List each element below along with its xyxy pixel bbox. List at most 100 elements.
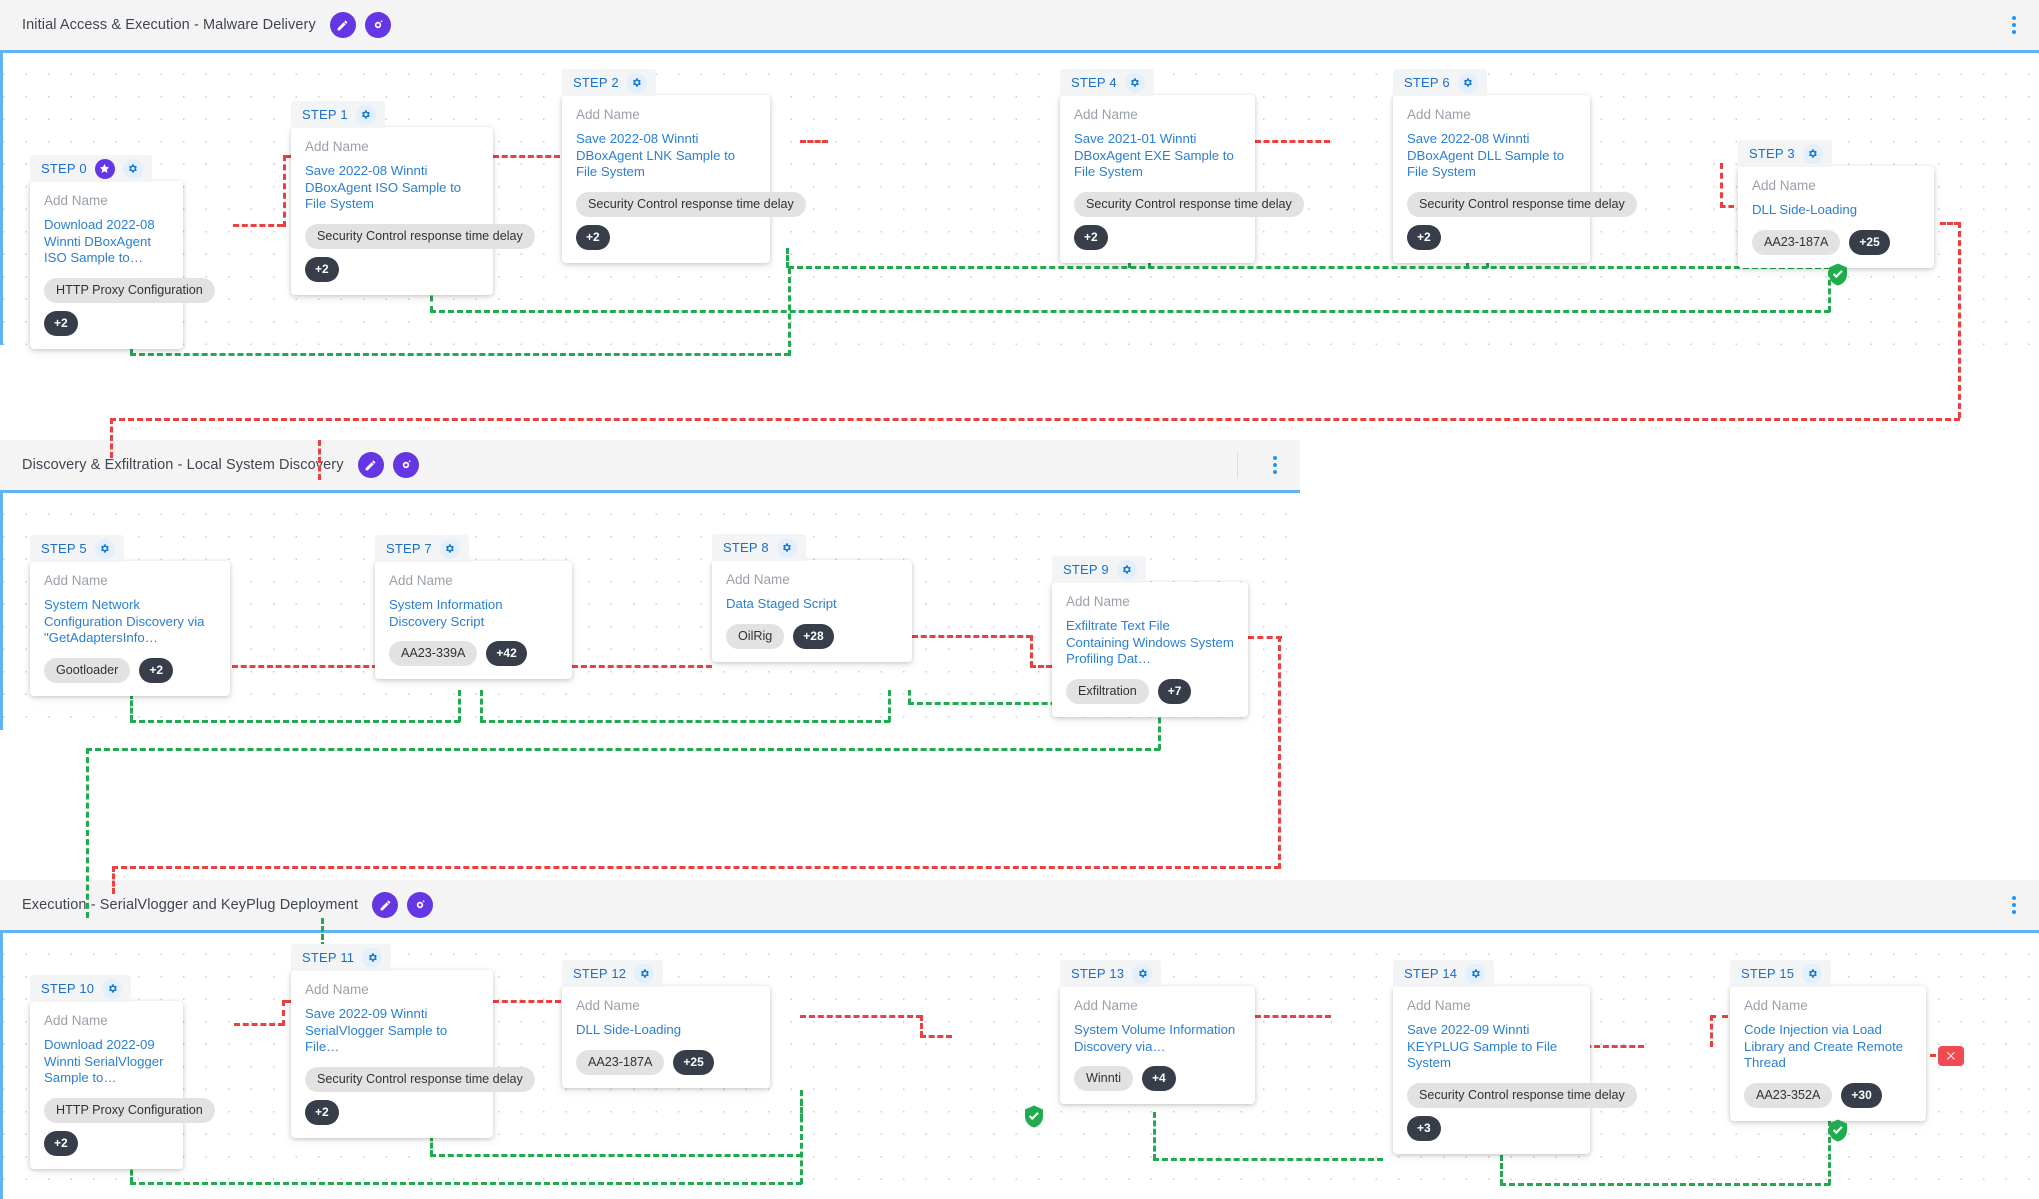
tag-chip[interactable]: Security Control response time delay xyxy=(305,223,535,249)
settings-button[interactable] xyxy=(1457,72,1478,93)
node-name-input[interactable]: Add Name xyxy=(44,193,108,208)
tag-chip[interactable]: Security Control response time delay xyxy=(1074,191,1304,217)
node-name-input[interactable]: Add Name xyxy=(389,573,453,588)
settings-button[interactable] xyxy=(102,978,123,999)
node-description[interactable]: Code Injection via Load Library and Crea… xyxy=(1744,1022,1904,1070)
node-header[interactable]: STEP 9 xyxy=(1052,556,1146,583)
node-name-input[interactable]: Add Name xyxy=(1074,107,1138,122)
node-header[interactable]: STEP 2 xyxy=(562,69,656,96)
more-count-badge[interactable]: +2 xyxy=(1074,224,1108,250)
node-description[interactable]: System Information Discovery Script xyxy=(389,597,503,629)
more-count-badge[interactable]: +2 xyxy=(44,1130,78,1156)
more-count-badge[interactable]: +2 xyxy=(305,256,339,282)
edit-section-button[interactable] xyxy=(357,452,384,478)
node-header[interactable]: STEP 12 xyxy=(562,960,664,987)
node-card[interactable]: Add Name Download 2022-08 Winnti DBoxAge… xyxy=(30,181,215,349)
tag-chip[interactable]: HTTP Proxy Configuration xyxy=(44,277,215,303)
node-description[interactable]: System Volume Information Discovery via… xyxy=(1074,1022,1236,1054)
tag-chip[interactable]: Winnti xyxy=(1074,1066,1133,1091)
node-header[interactable]: STEP 8 xyxy=(712,534,806,561)
tag-chip[interactable]: OilRig xyxy=(726,623,785,649)
more-count-badge[interactable]: +4 xyxy=(1142,1066,1176,1091)
node-header[interactable]: STEP 7 xyxy=(375,535,469,562)
node-card[interactable]: Add Name System Volume Information Disco… xyxy=(1060,986,1255,1104)
node-description[interactable]: Save 2022-08 Winnti DBoxAgent DLL Sample… xyxy=(1407,131,1565,179)
settings-button[interactable] xyxy=(362,947,383,968)
settings-button[interactable] xyxy=(1802,143,1823,164)
ai-assist-button[interactable] xyxy=(392,452,419,478)
node-description[interactable]: Data Staged Script xyxy=(726,596,837,611)
node-card[interactable]: Add Name System Network Configuration Di… xyxy=(30,561,230,696)
node-header[interactable]: STEP 3 xyxy=(1738,140,1832,167)
settings-button[interactable] xyxy=(634,963,655,984)
more-count-badge[interactable]: +2 xyxy=(576,224,610,250)
node-header[interactable]: STEP 15 xyxy=(1730,960,1832,987)
node-description[interactable]: DLL Side-Loading xyxy=(576,1022,682,1037)
node-description[interactable]: Save 2022-09 Winnti SerialVlogger Sample… xyxy=(305,1006,448,1054)
settings-button[interactable] xyxy=(626,72,647,93)
more-count-badge[interactable]: +2 xyxy=(1407,224,1441,250)
node-name-input[interactable]: Add Name xyxy=(44,1013,108,1028)
node-header[interactable]: STEP 6 xyxy=(1393,69,1487,96)
node-name-input[interactable]: Add Name xyxy=(576,107,640,122)
node-name-input[interactable]: Add Name xyxy=(1066,594,1130,609)
node-card[interactable]: Add Name Save 2021-01 Winnti DBoxAgent E… xyxy=(1060,95,1304,263)
more-count-badge[interactable]: +42 xyxy=(486,641,527,666)
ai-assist-button[interactable] xyxy=(364,12,391,38)
node-card[interactable]: Add Name DLL Side-Loading AA23-187A +25 xyxy=(562,986,770,1088)
settings-button[interactable] xyxy=(1465,963,1486,984)
node-name-input[interactable]: Add Name xyxy=(44,573,108,588)
more-count-badge[interactable]: +2 xyxy=(44,310,78,336)
node-description[interactable]: Save 2022-08 Winnti DBoxAgent ISO Sample… xyxy=(305,163,462,211)
node-name-input[interactable]: Add Name xyxy=(1074,998,1138,1013)
more-count-badge[interactable]: +2 xyxy=(305,1099,339,1125)
tag-chip[interactable]: AA23-339A xyxy=(389,641,478,666)
node-card[interactable]: Add Name System Information Discovery Sc… xyxy=(375,561,572,679)
node-name-input[interactable]: Add Name xyxy=(726,572,790,587)
settings-button[interactable] xyxy=(1802,963,1823,984)
tag-chip[interactable]: Exfiltration xyxy=(1066,678,1149,704)
tag-chip[interactable]: Security Control response time delay xyxy=(1407,191,1637,217)
node-description[interactable]: Save 2022-09 Winnti KEYPLUG Sample to Fi… xyxy=(1407,1022,1558,1070)
ai-assist-button[interactable] xyxy=(407,892,434,918)
node-name-input[interactable]: Add Name xyxy=(305,139,369,154)
more-count-badge[interactable]: +30 xyxy=(1841,1082,1882,1108)
settings-button[interactable] xyxy=(1116,559,1137,580)
node-description[interactable]: Download 2022-08 Winnti DBoxAgent ISO Sa… xyxy=(44,217,155,265)
node-description[interactable]: System Network Configuration Discovery v… xyxy=(44,597,205,645)
node-header[interactable]: STEP 1 xyxy=(291,101,385,128)
tag-chip[interactable]: AA23-187A xyxy=(576,1049,665,1075)
node-name-input[interactable]: Add Name xyxy=(1407,998,1471,1013)
node-card[interactable]: Add Name Save 2022-08 Winnti DBoxAgent I… xyxy=(291,127,535,295)
tag-chip[interactable]: Gootloader xyxy=(44,657,131,683)
node-card[interactable]: Add Name DLL Side-Loading AA23-187A +25 xyxy=(1738,166,1934,268)
node-name-input[interactable]: Add Name xyxy=(1744,998,1808,1013)
star-badge[interactable] xyxy=(94,158,115,179)
more-count-badge[interactable]: +25 xyxy=(1849,229,1890,255)
node-card[interactable]: Add Name Data Staged Script OilRig +28 xyxy=(712,560,912,662)
node-header[interactable]: STEP 13 xyxy=(1060,960,1162,987)
section-menu-button[interactable] xyxy=(2003,12,2025,38)
node-card[interactable]: Add Name Code Injection via Load Library… xyxy=(1730,986,1926,1121)
settings-button[interactable] xyxy=(1132,963,1153,984)
node-description[interactable]: Save 2021-01 Winnti DBoxAgent EXE Sample… xyxy=(1074,131,1234,179)
node-card[interactable]: Add Name Download 2022-09 Winnti SerialV… xyxy=(30,1001,215,1169)
node-description[interactable]: DLL Side-Loading xyxy=(1752,202,1858,217)
tag-chip[interactable]: AA23-187A xyxy=(1752,229,1841,255)
node-header[interactable]: STEP 14 xyxy=(1393,960,1495,987)
settings-button[interactable] xyxy=(355,104,376,125)
node-card[interactable]: Add Name Exfiltrate Text File Containing… xyxy=(1052,582,1248,717)
node-card[interactable]: Add Name Save 2022-09 Winnti SerialVlogg… xyxy=(291,970,535,1138)
node-card[interactable]: Add Name Save 2022-08 Winnti DBoxAgent L… xyxy=(562,95,806,263)
more-count-badge[interactable]: +25 xyxy=(673,1049,714,1075)
edit-section-button[interactable] xyxy=(372,892,399,918)
node-header[interactable]: STEP 5 xyxy=(30,535,124,562)
node-description[interactable]: Exfiltrate Text File Containing Windows … xyxy=(1066,618,1234,666)
settings-button[interactable] xyxy=(776,537,797,558)
settings-button[interactable] xyxy=(122,158,143,179)
settings-button[interactable] xyxy=(1124,72,1145,93)
more-count-badge[interactable]: +28 xyxy=(793,623,834,649)
node-header[interactable]: STEP 10 xyxy=(30,975,132,1002)
more-count-badge[interactable]: +2 xyxy=(139,657,173,683)
section-menu-button[interactable] xyxy=(2003,892,2025,918)
